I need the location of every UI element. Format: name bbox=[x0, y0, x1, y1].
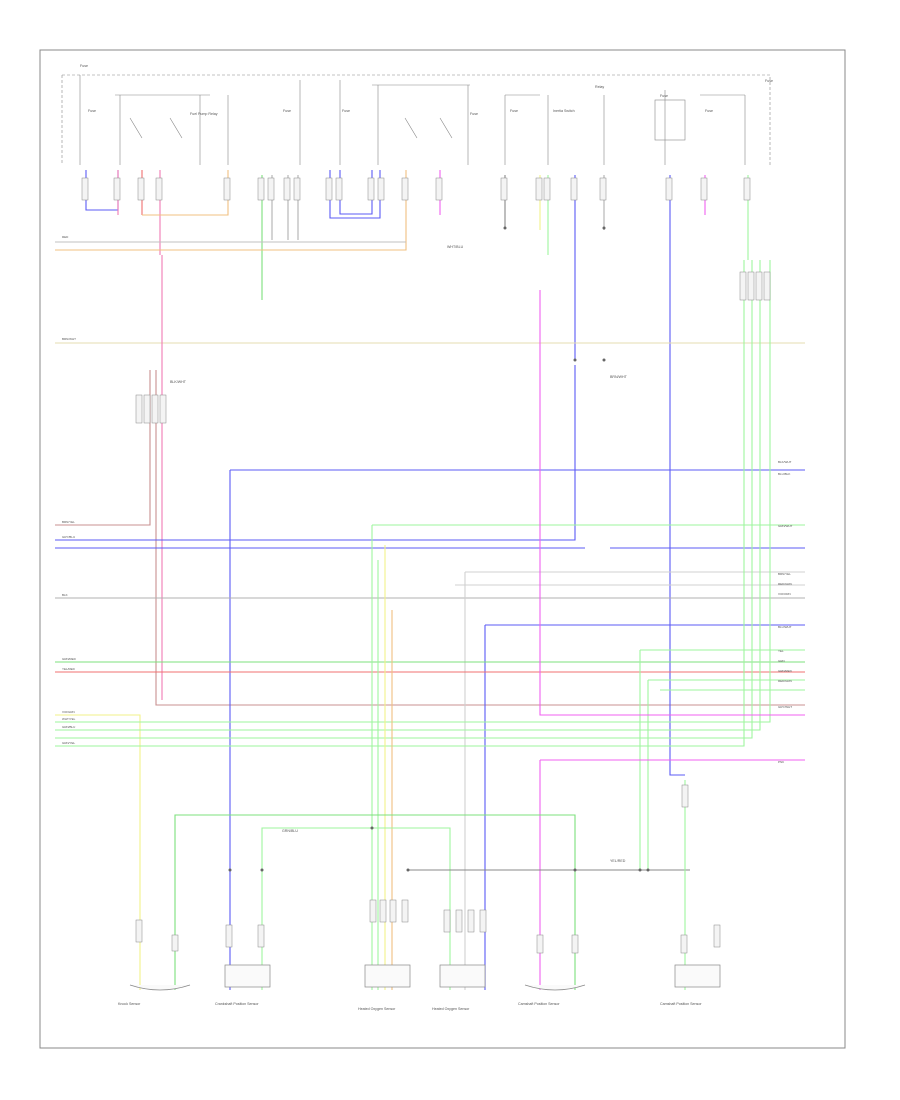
wire-color-label: GRN/RED bbox=[62, 657, 77, 661]
wire-color-label: BLK bbox=[62, 593, 68, 597]
wire-color-label: GRN/WHT bbox=[778, 524, 792, 528]
wire-color-label: GRN/YEL bbox=[62, 741, 76, 745]
sensor-label: Heated Oxygen Sensor bbox=[432, 1007, 470, 1011]
sensor-label: Crankshaft Position Sensor bbox=[215, 1002, 259, 1006]
wire-color-label: PNK bbox=[778, 760, 784, 764]
component-label: Fuse bbox=[342, 109, 350, 113]
wire-color-label: GRY/WHT bbox=[778, 705, 792, 709]
sensor-label: Camshaft Position Sensor bbox=[518, 1002, 560, 1006]
wire-color-label: VIO/GRN bbox=[62, 710, 75, 714]
wires bbox=[55, 170, 805, 990]
sensor-label: Heated Oxygen Sensor bbox=[358, 1007, 396, 1011]
component-label: Fuse bbox=[470, 112, 478, 116]
splice-dots bbox=[228, 226, 650, 872]
wire-color-label: BRN/YEL bbox=[778, 572, 791, 576]
wire-color-label: RED bbox=[62, 235, 69, 239]
wire-color-label: GRN/BLU bbox=[62, 725, 75, 729]
component-label: Relay bbox=[595, 85, 604, 89]
component-label: Fuse bbox=[88, 109, 96, 113]
wire-color-label: GRN/RED bbox=[778, 669, 793, 673]
connector-pins bbox=[81, 177, 771, 954]
sensor-label: Knock Sensor bbox=[118, 1002, 141, 1006]
wire-color-label: GRY/BLU bbox=[62, 535, 75, 539]
wire-color-label: WHT/YEL bbox=[62, 717, 76, 721]
wire-color-label: BRN/WHT bbox=[62, 337, 76, 341]
diagram-frame bbox=[39, 49, 846, 1049]
wire-color-label: BRN/YEL bbox=[62, 520, 75, 524]
component-label: Fuse bbox=[660, 94, 668, 98]
wire-color-label: YEL bbox=[778, 649, 784, 653]
wire-color-label: RED/GRN bbox=[778, 582, 792, 586]
wire-color-label: BLU/WHT bbox=[778, 625, 792, 629]
component-label: Fuse bbox=[705, 109, 713, 113]
wire-color-label: YEL/RED bbox=[62, 667, 76, 671]
sensor-bodies bbox=[129, 964, 721, 991]
wire-color-label: GRN bbox=[778, 659, 785, 663]
component-label: Inertia Switch bbox=[553, 109, 575, 113]
component-label: Fuse bbox=[510, 109, 518, 113]
component-label: Fuse bbox=[80, 64, 88, 68]
component-label: Fuse bbox=[283, 109, 291, 113]
top-power-distribution bbox=[61, 74, 771, 165]
wire-color-label: VIO/ORN bbox=[778, 592, 791, 596]
component-label: Fuel Pump Relay bbox=[190, 112, 218, 116]
diagram-labels: Fuse Fuse Fuel Pump Relay Fuse Fuse Fuse… bbox=[62, 64, 793, 1011]
wire-color-label: BLU/BLK bbox=[778, 472, 790, 476]
harness-label: WHT/BLU bbox=[447, 245, 464, 249]
harness-label: GRN/BLU bbox=[282, 829, 298, 833]
sensor-label: Camshaft Position Sensor bbox=[660, 1002, 702, 1006]
harness-label: YEL/RED bbox=[610, 859, 626, 863]
component-label: Fuse bbox=[765, 79, 773, 83]
harness-label: BLK/WHT bbox=[170, 380, 187, 384]
wire-color-label: BLK/WHT bbox=[778, 460, 792, 464]
harness-label: BRN/WHT bbox=[610, 375, 628, 379]
wire-color-label: RED/GRN bbox=[778, 679, 792, 683]
